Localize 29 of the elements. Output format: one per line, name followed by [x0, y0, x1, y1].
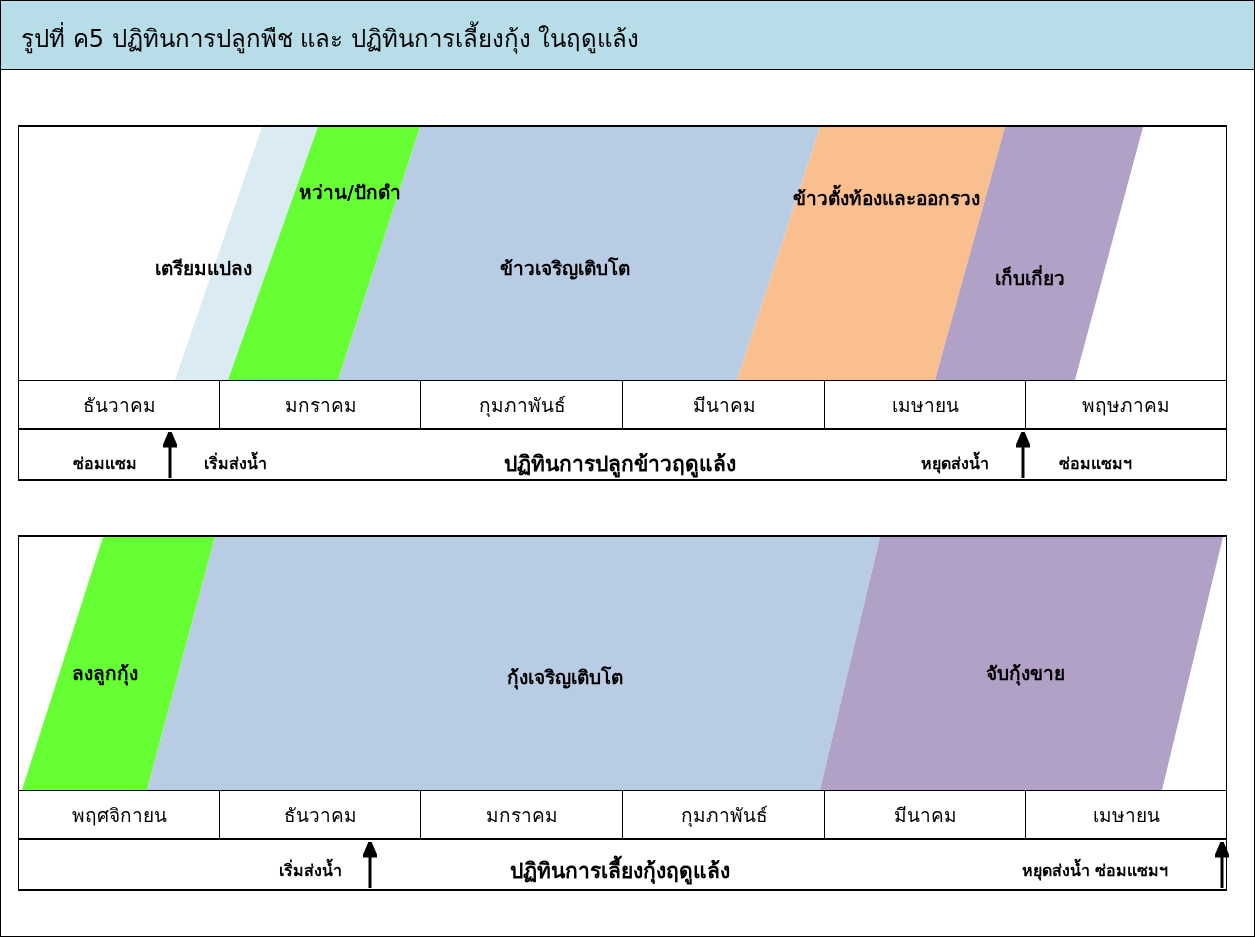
note-label: เริ่มส่งน้ำ	[203, 450, 267, 475]
month-label: มีนาคม	[894, 803, 957, 828]
note-label: หยุดส่งน้ำ	[921, 450, 989, 476]
month-label: ธันวาคม	[82, 393, 156, 418]
note-label: หยุดส่งน้ำ ซ่อมแซมฯ	[1021, 857, 1169, 883]
note-label: เริ่มส่งน้ำ	[278, 857, 342, 882]
stage-label: กุ้งเจริญเติบโต	[507, 665, 623, 692]
month-label: ธันวาคม	[284, 803, 357, 828]
month-label: มีนาคม	[692, 393, 756, 418]
month-label: มกราคม	[284, 393, 357, 418]
note-label: ซ่อมแซม	[73, 452, 137, 475]
stage-label: จับกุ้งขาย	[985, 661, 1065, 688]
month-label: พฤศจิกายน	[71, 803, 167, 828]
calendar-title: ปฏิทินการปลูกข้าวฤดูแล้ง	[504, 450, 736, 480]
stage-label: หว่าน/ปักดำ	[299, 180, 401, 205]
stage-label: ข้าวเจริญเติบโต	[500, 256, 630, 282]
note-label: ซ่อมแซมฯ	[1058, 452, 1132, 475]
stage-label: ลงลูกกุ้ง	[72, 661, 138, 688]
stage-label: ข้าวตั้งท้องและออกรวง	[792, 183, 980, 213]
month-label: เมษายน	[1092, 803, 1160, 828]
month-label: กุมภาพันธ์	[680, 803, 768, 829]
month-label: เมษายน	[892, 393, 959, 418]
month-label: พฤษภาคม	[1082, 393, 1170, 418]
month-label: กุมภาพันธ์	[478, 393, 566, 419]
calendar-title: ปฏิทินการเลี้ยงกุ้งฤดูแล้ง	[510, 853, 730, 887]
stage-label: เตรียมแปลง	[154, 256, 252, 281]
figure-title: รูปที่ ค5 ปฏิทินการปลูกพืช และ ปฏิทินการเลี้ยงกุ้ง ในฤดูแล้ง	[21, 19, 640, 58]
month-label: มกราคม	[486, 803, 558, 828]
stage-label: เก็บเกี่ยว	[995, 264, 1065, 291]
